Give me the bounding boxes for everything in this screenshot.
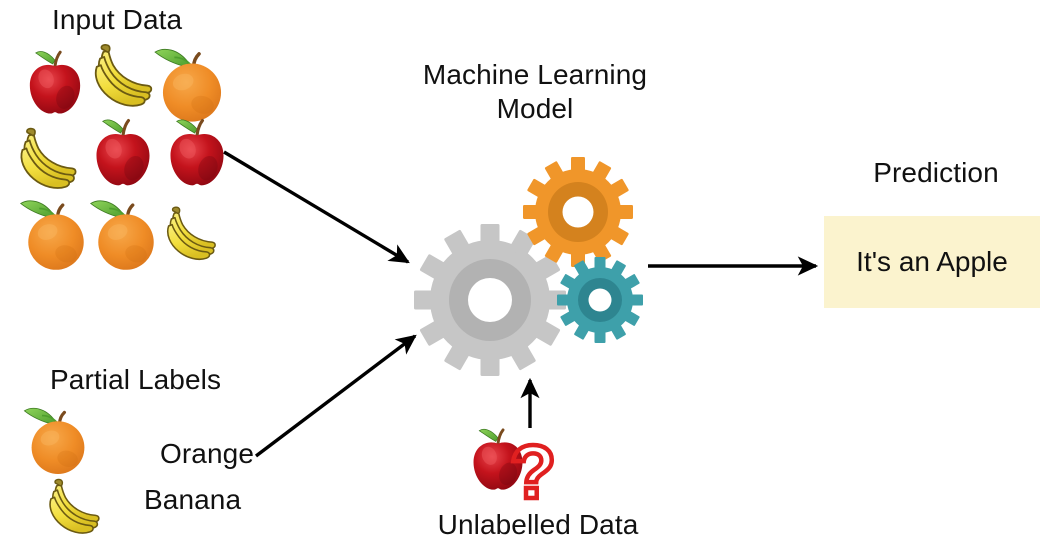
input-fruit-apple-r2c3: [168, 118, 226, 187]
partial-label-banana: Banana: [144, 484, 242, 515]
question-mark-icon: ?: [508, 428, 559, 518]
partial-label-fruit-banana: [49, 478, 100, 534]
input-fruit-banana-r3c3: [166, 206, 216, 261]
arrow-labels-to-model: [254, 334, 417, 458]
unlabelled-data-title: Unlabelled Data: [437, 509, 639, 540]
input-fruit-orange-r1c3: [153, 47, 223, 124]
input-fruit-banana-r1c2: [94, 43, 153, 107]
prediction-title: Prediction: [873, 157, 999, 188]
arrow-input-to-model: [223, 150, 410, 264]
input-fruit-orange-r3c2: [89, 199, 156, 272]
input-data-title: Input Data: [52, 4, 183, 35]
model-title-line2: Model: [496, 93, 574, 124]
partial-labels-title: Partial Labels: [50, 364, 222, 395]
prediction-value: It's an Apple: [856, 246, 1008, 277]
input-fruit-orange-r3c1: [19, 199, 86, 272]
gear-grey-icon: [414, 224, 566, 376]
gear-teal-icon: [557, 257, 643, 343]
partial-label-orange: Orange: [160, 438, 254, 469]
partial-label-fruit-orange: [22, 406, 86, 476]
gear-orange-icon: [523, 157, 633, 267]
model-title-line1: Machine Learning: [422, 59, 648, 90]
prediction-box: It's an Apple: [824, 216, 1040, 308]
input-fruit-banana-r2c1: [20, 127, 77, 189]
input-fruit-apple-r2c2: [94, 118, 152, 187]
svg-text:?: ?: [510, 430, 556, 515]
input-fruit-apple-r1c1: [28, 50, 82, 116]
